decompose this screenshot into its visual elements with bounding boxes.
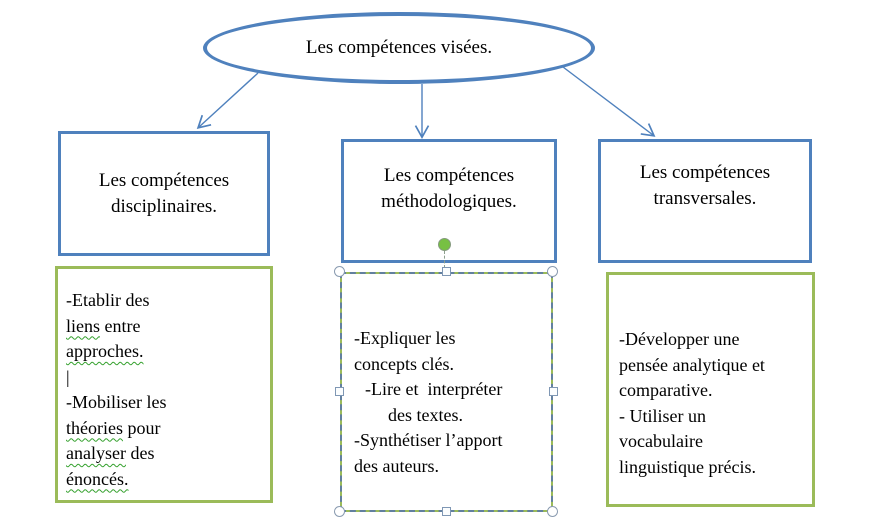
text-line: -Synthétiser l’apport xyxy=(354,430,503,450)
selection-handle-ne[interactable] xyxy=(547,266,558,277)
selection-handle-sw[interactable] xyxy=(334,506,345,517)
detail-box-transversales[interactable]: -Développer une pensée analytique et com… xyxy=(606,272,815,507)
selection-handle-s[interactable] xyxy=(442,507,451,516)
branch-box-disciplinaires[interactable]: Les compétences disciplinaires. xyxy=(58,131,270,256)
root-ellipse-shape[interactable]: Les compétences visées. xyxy=(203,12,595,84)
branch-box-transversales[interactable]: Les compétences transversales. xyxy=(598,139,812,263)
text-line: -Etablir des xyxy=(66,290,150,310)
selection-handle-w[interactable] xyxy=(335,387,344,396)
text-line: théories pour xyxy=(66,417,161,438)
text-line: comparative. xyxy=(619,380,713,400)
text-line: linguistique précis. xyxy=(619,456,756,477)
selection-handle-n[interactable] xyxy=(442,267,451,276)
text-line: -Lire et interpréter xyxy=(365,379,503,399)
text-cursor: | xyxy=(66,366,70,387)
text-line: - Utiliser un xyxy=(619,405,706,426)
text-line: -Mobiliser les xyxy=(66,392,167,412)
arrow-to-disciplinaires xyxy=(196,72,259,130)
text-line: pensée analytique et xyxy=(619,354,765,375)
rotation-handle-icon[interactable] xyxy=(438,238,451,251)
branch-box-methodologiques[interactable]: Les compétences méthodologiques. xyxy=(341,139,557,263)
branch-title: Les compétences disciplinaires. xyxy=(98,170,230,217)
text-line: énoncés. xyxy=(66,468,129,489)
text-line: approches. xyxy=(66,341,144,361)
branch-title: Les compétences transversales. xyxy=(639,162,771,209)
text-line: -Développer une xyxy=(619,329,740,349)
text-line: des auteurs. xyxy=(354,455,439,476)
detail-box-disciplinaires[interactable]: -Etablir des liens entre approches. | -M… xyxy=(55,266,273,503)
text-line: -Expliquer les xyxy=(354,328,456,348)
branch-title: Les compétences méthodologiques. xyxy=(381,165,517,212)
text-line: liens entre xyxy=(66,315,141,336)
arrow-to-transversales xyxy=(562,66,656,137)
root-label: Les compétences visées. xyxy=(305,37,493,58)
text-line: concepts clés. xyxy=(354,353,454,374)
selection-handle-nw[interactable] xyxy=(334,266,345,277)
selection-handle-se[interactable] xyxy=(547,506,558,517)
text-line: des textes. xyxy=(388,404,463,425)
rotation-handle-connector xyxy=(444,251,445,268)
selection-handle-e[interactable] xyxy=(549,387,558,396)
text-line: vocabulaire xyxy=(619,431,703,451)
detail-box-methodologiques-selected[interactable]: -Expliquer les concepts clés. -Lire et i… xyxy=(340,272,553,512)
text-line: analyser des xyxy=(66,443,155,463)
